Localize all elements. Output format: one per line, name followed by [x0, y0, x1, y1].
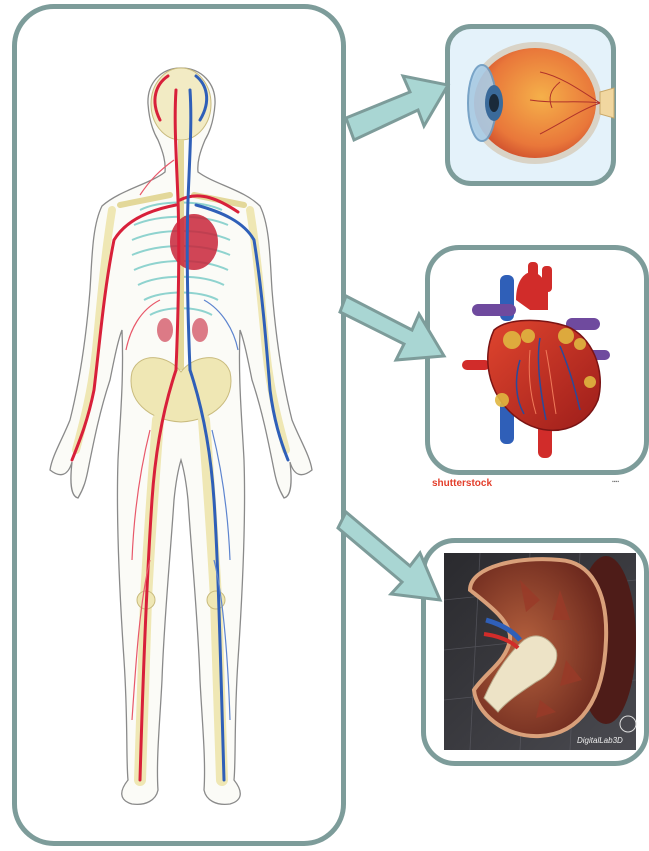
kidney-cross-section-icon: [444, 553, 636, 750]
heart-anatomy-icon: [462, 262, 610, 458]
kidney-image-credit: DigitalLab3D: [577, 736, 623, 745]
heart-image-id: ▪▪▪▪: [612, 479, 619, 485]
arrow-to-heart: [340, 296, 444, 360]
human-circulatory-system-icon: [50, 68, 312, 804]
eye-anatomy-icon: [468, 45, 614, 161]
arrow-to-kidney: [338, 512, 440, 600]
arrow-to-eye: [346, 76, 448, 140]
heart-image-credit: shutterstock: [432, 478, 492, 489]
